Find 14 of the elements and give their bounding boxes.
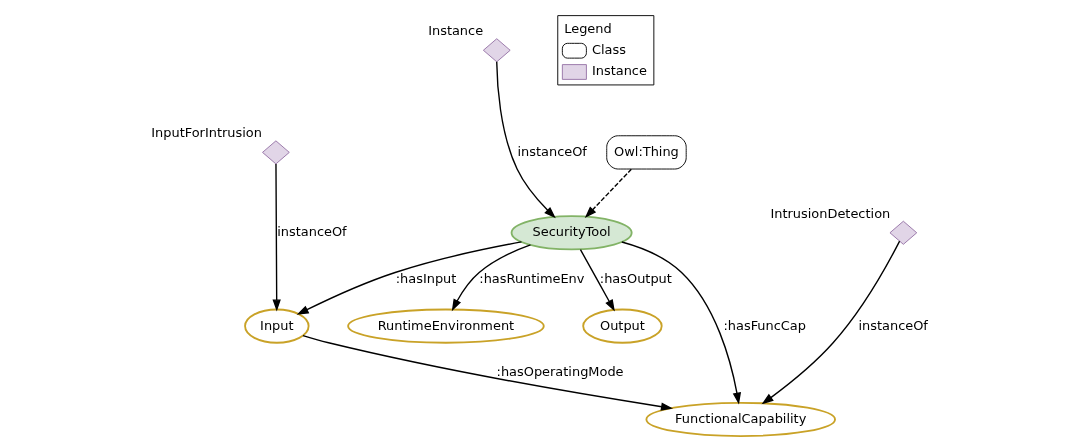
- legend-label: Class: [591, 42, 626, 58]
- edge-label: :hasInput: [395, 270, 457, 286]
- edge-label: instanceOf: [277, 224, 347, 240]
- node-label: InputForIntrusion: [151, 125, 262, 141]
- edge-label: instanceOf: [517, 143, 587, 159]
- legend-label: Instance: [591, 63, 647, 79]
- edge-label: :hasOutput: [599, 270, 672, 286]
- edge-label: instanceOf: [858, 317, 928, 333]
- label: Legend: [564, 20, 612, 36]
- node-label: IntrusionDetection: [770, 205, 891, 221]
- edge-label: :hasFuncCap: [723, 317, 807, 333]
- node-label: Instance: [428, 23, 484, 39]
- edge-label: :hasOperatingMode: [496, 364, 624, 380]
- edge-label: :hasRuntimeEnv: [479, 270, 585, 286]
